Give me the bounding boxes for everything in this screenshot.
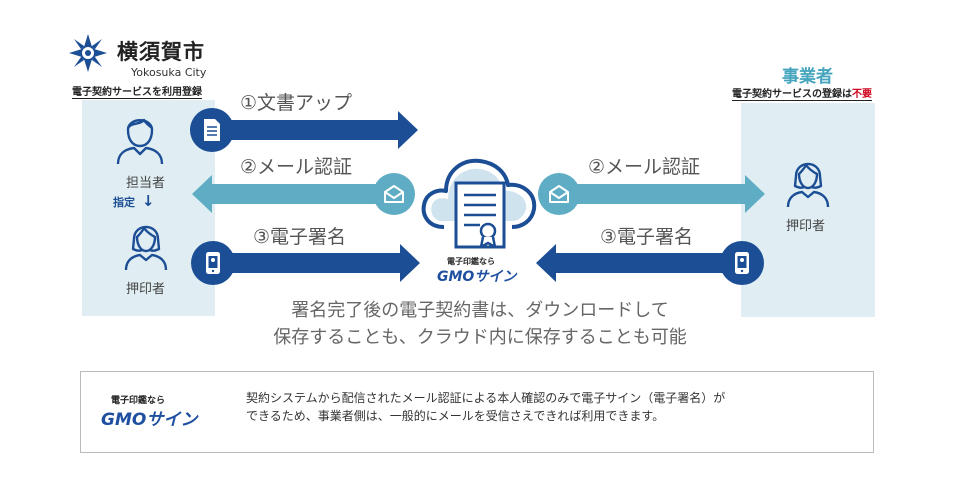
step2-right-arrow <box>545 175 765 213</box>
city-emblem-icon <box>68 33 108 73</box>
step2-left-label: ②メール認証 <box>240 156 353 178</box>
center-logo-tagline: 電子印鑑なら <box>447 257 495 266</box>
designate-label: 指定 ↓ <box>113 192 154 210</box>
step1-arrow <box>212 111 418 149</box>
note-logo-tagline: 電子印鑑なら <box>111 396 166 406</box>
business-title: 事業者 <box>782 67 833 87</box>
business-registration-emphasis: 不要 <box>852 89 872 100</box>
business-signer-person-icon <box>784 152 832 208</box>
step3-left-label: ③電子署名 <box>253 226 347 248</box>
signer-person-icon <box>122 215 170 271</box>
caption-line1: 署名完了後の電子契約書は、ダウンロードして <box>291 300 669 321</box>
phone-circle-left <box>191 241 235 285</box>
smartphone-icon <box>735 252 749 274</box>
city-english-name: Yokosuka City <box>131 66 207 79</box>
mail-circle-right <box>538 173 580 215</box>
business-registration-text: 電子契約サービスの登録は <box>732 89 852 100</box>
cloud-document-icon <box>418 145 542 255</box>
step3-right-arrow <box>536 244 740 282</box>
business-registration-label: 電子契約サービスの登録は不要 <box>732 85 872 101</box>
business-panel <box>741 103 875 317</box>
center-logo-brand: GMOサイン <box>437 269 517 285</box>
mail-circle-left <box>373 173 415 215</box>
designate-text: 指定 <box>113 196 135 209</box>
note-line1: 契約システムから配信されたメール認証による本人確認のみで電子サイン（電子署名）が <box>246 391 726 405</box>
signer-label-left: 押印者 <box>126 282 166 297</box>
note-line2: できるため、事業者側は、一般的にメールを受信さえできれば利用できます。 <box>246 409 665 423</box>
note-text: 契約システムから配信されたメール認証による本人確認のみで電子サイン（電子署名）が… <box>246 389 866 425</box>
mail-icon <box>384 185 404 203</box>
staff-person-icon <box>114 108 166 166</box>
step1-label: ①文書アップ <box>240 92 353 114</box>
document-icon <box>204 119 220 141</box>
designate-arrow: ↓ <box>141 192 155 210</box>
city-name: 横須賀市 <box>117 40 205 64</box>
caption-line2: 保存することも、クラウド内に保存することも可能 <box>273 327 687 348</box>
step3-right-label: ③電子署名 <box>600 226 694 248</box>
note-logo-brand: GMOサイン <box>101 410 198 430</box>
step2-right-label: ②メール認証 <box>588 156 701 178</box>
phone-circle-right <box>720 241 764 285</box>
caption: 署名完了後の電子契約書は、ダウンロードして 保存することも、クラウド内に保存する… <box>230 297 730 351</box>
step2-left-arrow <box>192 175 408 213</box>
staff-label: 担当者 <box>126 176 166 191</box>
city-registration-label: 電子契約サービスを利用登録 <box>72 83 202 99</box>
document-circle <box>190 108 234 152</box>
note-box <box>80 371 874 453</box>
smartphone-icon <box>206 252 220 274</box>
step3-left-arrow <box>212 244 420 282</box>
mail-icon <box>549 185 569 203</box>
signer-label-right: 押印者 <box>786 219 826 234</box>
